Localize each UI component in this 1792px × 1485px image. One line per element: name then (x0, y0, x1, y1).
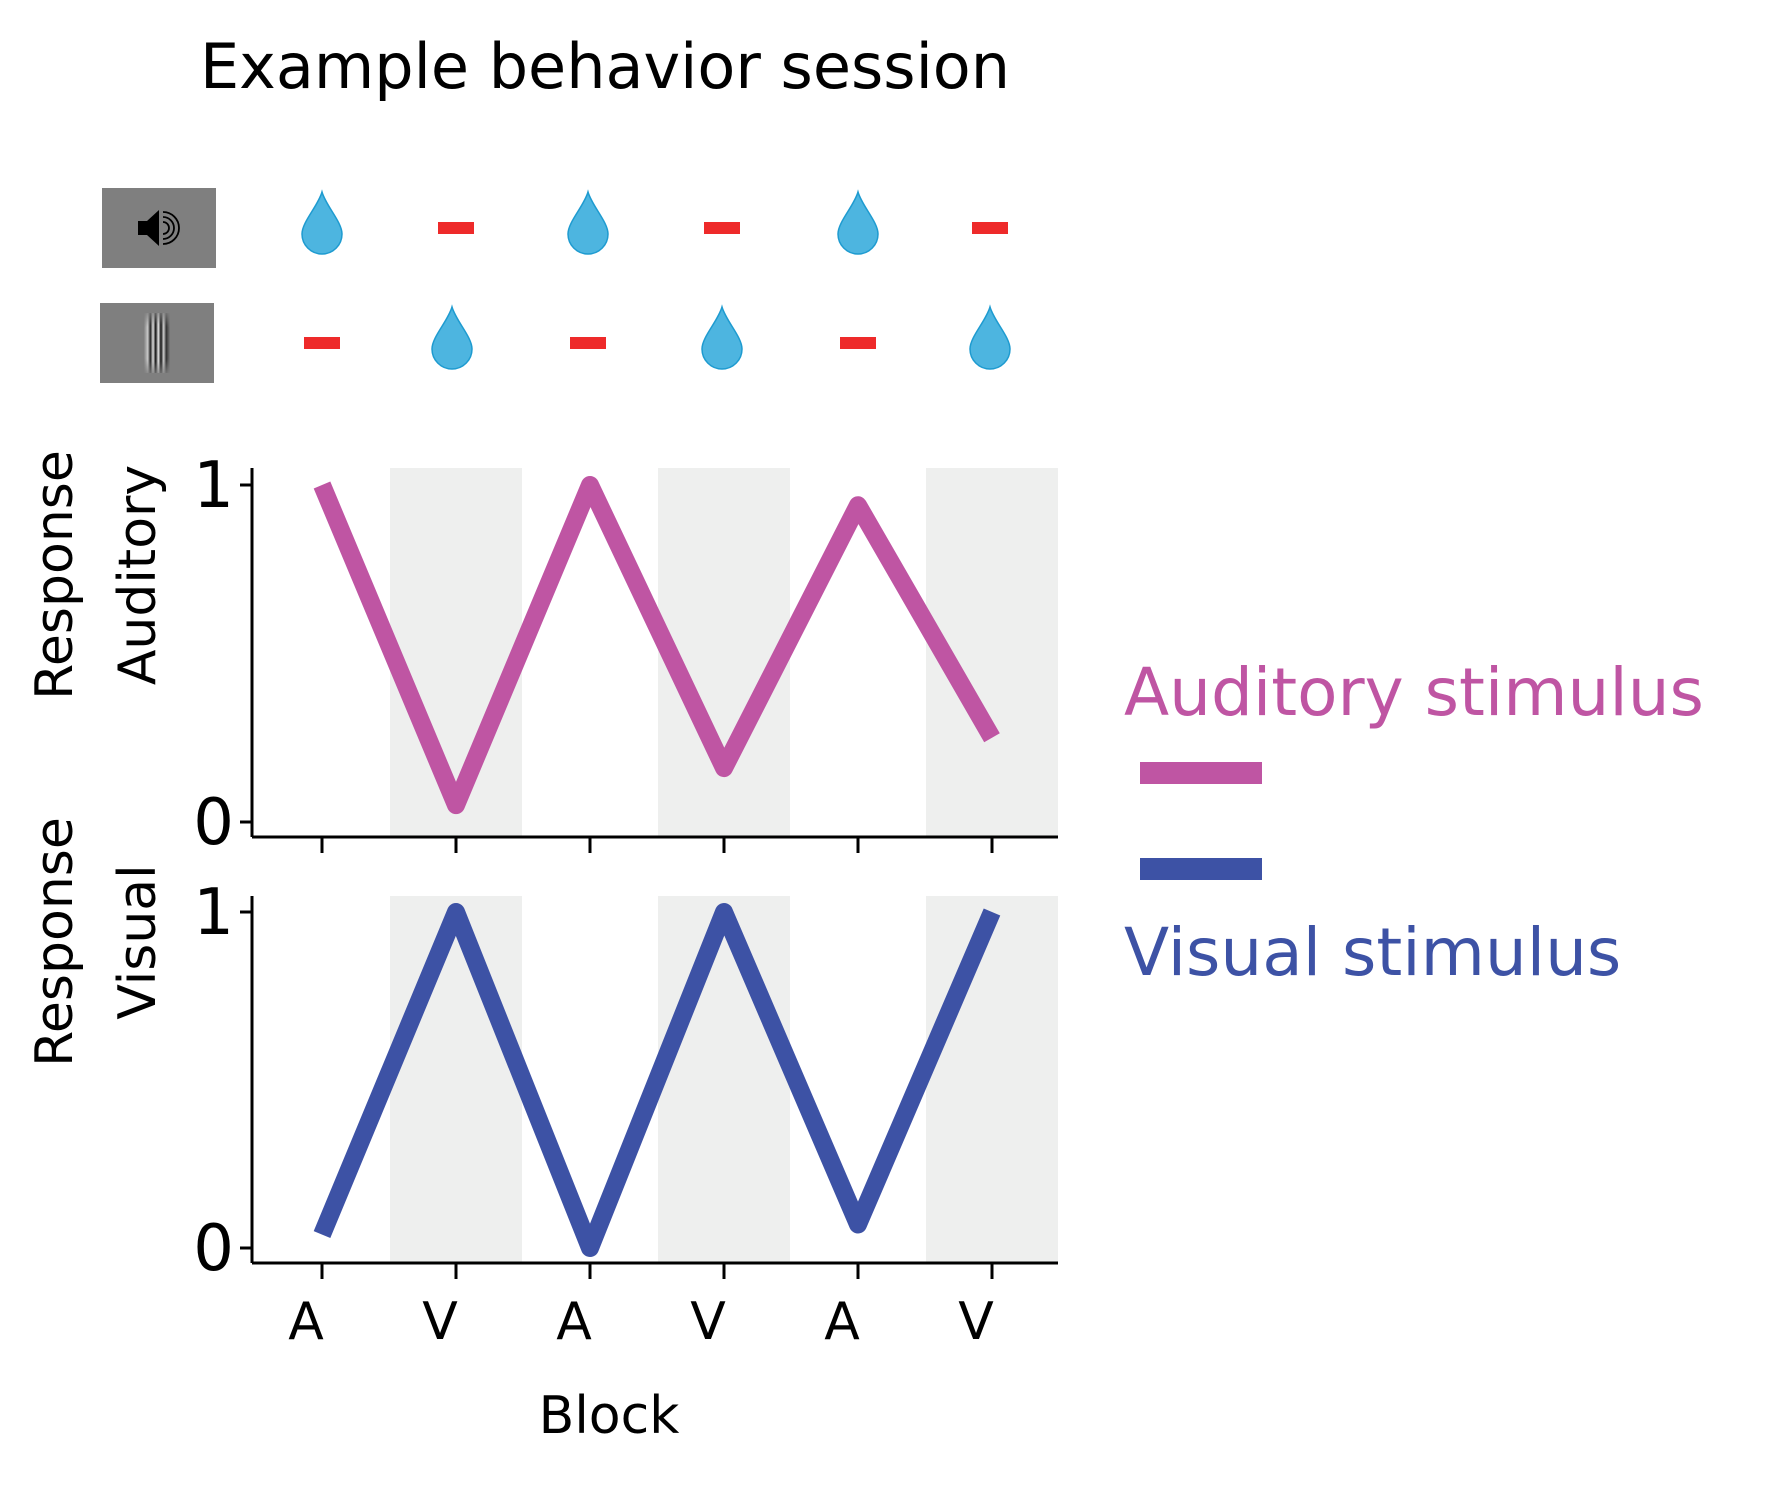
no-reward-dash (438, 222, 474, 234)
y-tick-label: 0 (193, 786, 234, 860)
no-reward-dash (972, 222, 1008, 234)
shaded-block (390, 896, 522, 1263)
x-tick-label: V (958, 1292, 994, 1352)
y-axis-label-line2: Auditory (108, 465, 168, 685)
y-tick-label: 1 (193, 876, 234, 950)
shaded-block (926, 896, 1058, 1263)
no-reward-dash (304, 337, 340, 349)
legend-visual-label: Visual stimulus (1124, 914, 1621, 991)
x-tick-label: A (288, 1292, 324, 1352)
y-tick-label: 1 (193, 449, 234, 523)
legend-auditory-swatch (1140, 762, 1262, 784)
x-tick-label: A (556, 1292, 592, 1352)
x-tick-label: V (690, 1292, 726, 1352)
speaker-icon (102, 188, 216, 268)
reward-schedule (100, 188, 1011, 383)
shaded-block (390, 468, 522, 837)
visual-response-panel: 0 1A V A V A V Response Visual Block (25, 817, 1058, 1446)
y-axis-label-line1: Response (25, 817, 85, 1067)
y-axis-label-line1: Response (25, 450, 85, 700)
figure-title: Example behavior session (200, 30, 1011, 103)
no-reward-dash (840, 337, 876, 349)
y-tick-label: 0 (193, 1212, 234, 1286)
no-reward-dash (704, 222, 740, 234)
grating-icon (100, 303, 214, 383)
series-line (313, 903, 1001, 1257)
shaded-block (658, 896, 790, 1263)
water-drop-icon (301, 189, 343, 255)
x-tick-label: V (422, 1292, 458, 1352)
y-axis-label-line2: Visual (108, 864, 168, 1019)
legend-visual-swatch (1140, 858, 1262, 880)
water-drop-icon (969, 304, 1011, 370)
water-drop-icon (431, 304, 473, 370)
water-drop-icon (567, 189, 609, 255)
x-tick-label: A (824, 1292, 860, 1352)
no-reward-dash (570, 337, 606, 349)
water-drop-icon (837, 189, 879, 255)
x-axis-label: Block (539, 1386, 680, 1446)
water-drop-icon (701, 304, 743, 370)
legend-auditory-label: Auditory stimulus (1124, 654, 1704, 731)
legend: Auditory stimulus Visual stimulus (1124, 654, 1704, 991)
auditory-response-panel: 0 1 Response Auditory (25, 449, 1058, 860)
series-line (313, 476, 1000, 815)
